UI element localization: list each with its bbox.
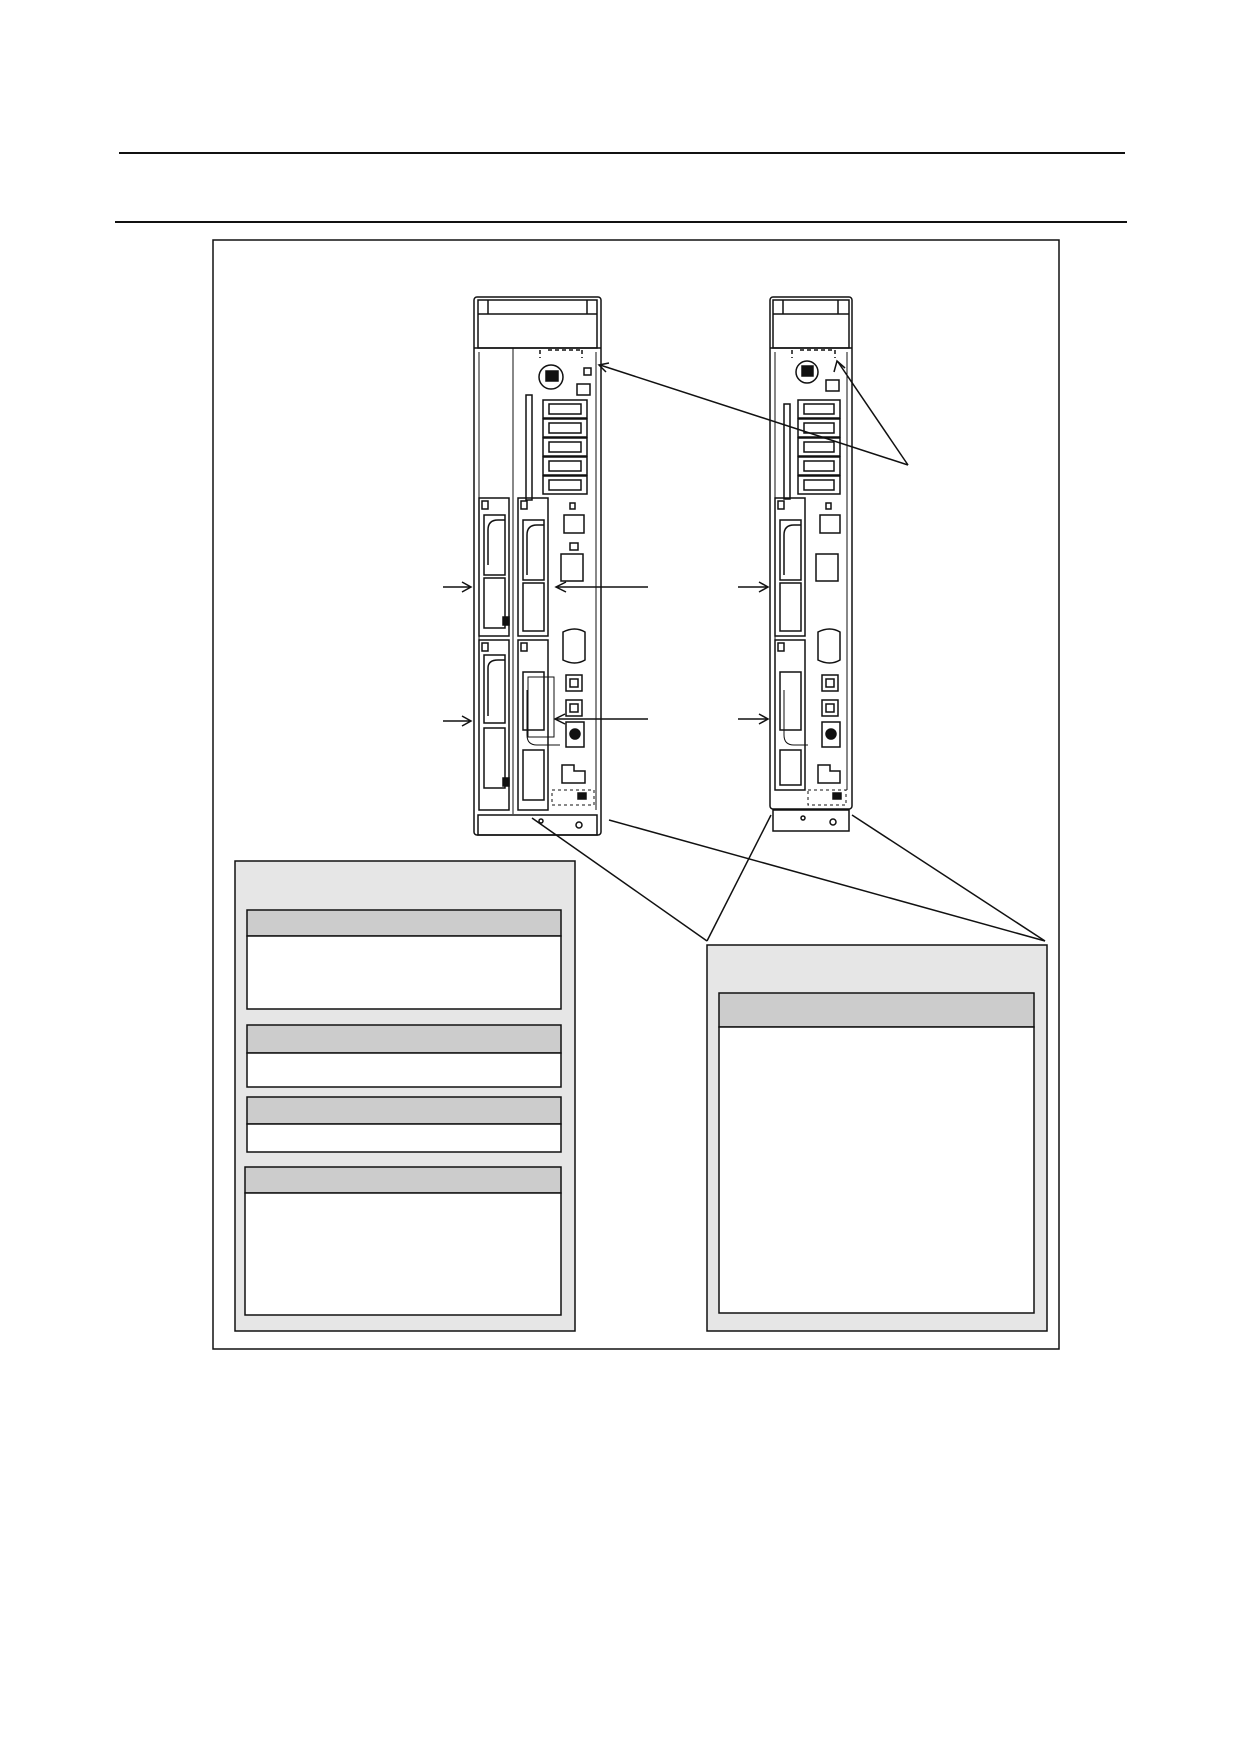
connector-stack — [797, 399, 841, 495]
left-box-4 — [244, 1166, 562, 1316]
status-components — [551, 502, 595, 806]
callout-arrows — [443, 359, 1046, 942]
header-rule-bottom — [115, 221, 1127, 223]
left-box-3 — [246, 1096, 562, 1153]
right-box-1 — [718, 992, 1035, 1314]
bottom-bracket — [772, 809, 850, 832]
unit-one-slot — [769, 296, 853, 832]
left-box-2 — [246, 1024, 562, 1088]
leader-bottom-left — [531, 817, 708, 942]
unit-two-slot — [473, 296, 602, 836]
leader-bottom-mid — [608, 819, 1046, 942]
left-box-1 — [246, 909, 562, 1010]
leader-one-slot-left — [706, 814, 772, 942]
unit-body — [473, 296, 602, 836]
card-slot-strip — [525, 394, 533, 501]
status-components — [807, 502, 847, 806]
slot-module-lower — [774, 639, 808, 791]
slot-module-right-upper — [517, 497, 549, 637]
slot-module-upper — [774, 497, 806, 637]
figure-frame — [212, 239, 1060, 1350]
battery-icon — [795, 360, 840, 392]
card-slot-strip — [783, 403, 791, 500]
header-rule-top — [119, 152, 1125, 154]
leader-one-slot-right — [851, 814, 1046, 942]
right-info-panel — [706, 944, 1048, 1332]
leader-top-two-slot — [599, 364, 909, 466]
leader-top-one-slot — [837, 361, 909, 466]
left-info-panel — [234, 860, 576, 1332]
slot-module-left-upper — [478, 497, 510, 637]
slot-module-left-lower — [478, 639, 510, 811]
connector-stack — [542, 399, 588, 495]
bottom-bracket — [477, 814, 598, 836]
battery-icon — [538, 364, 592, 396]
slot-module-right-lower — [517, 639, 560, 811]
